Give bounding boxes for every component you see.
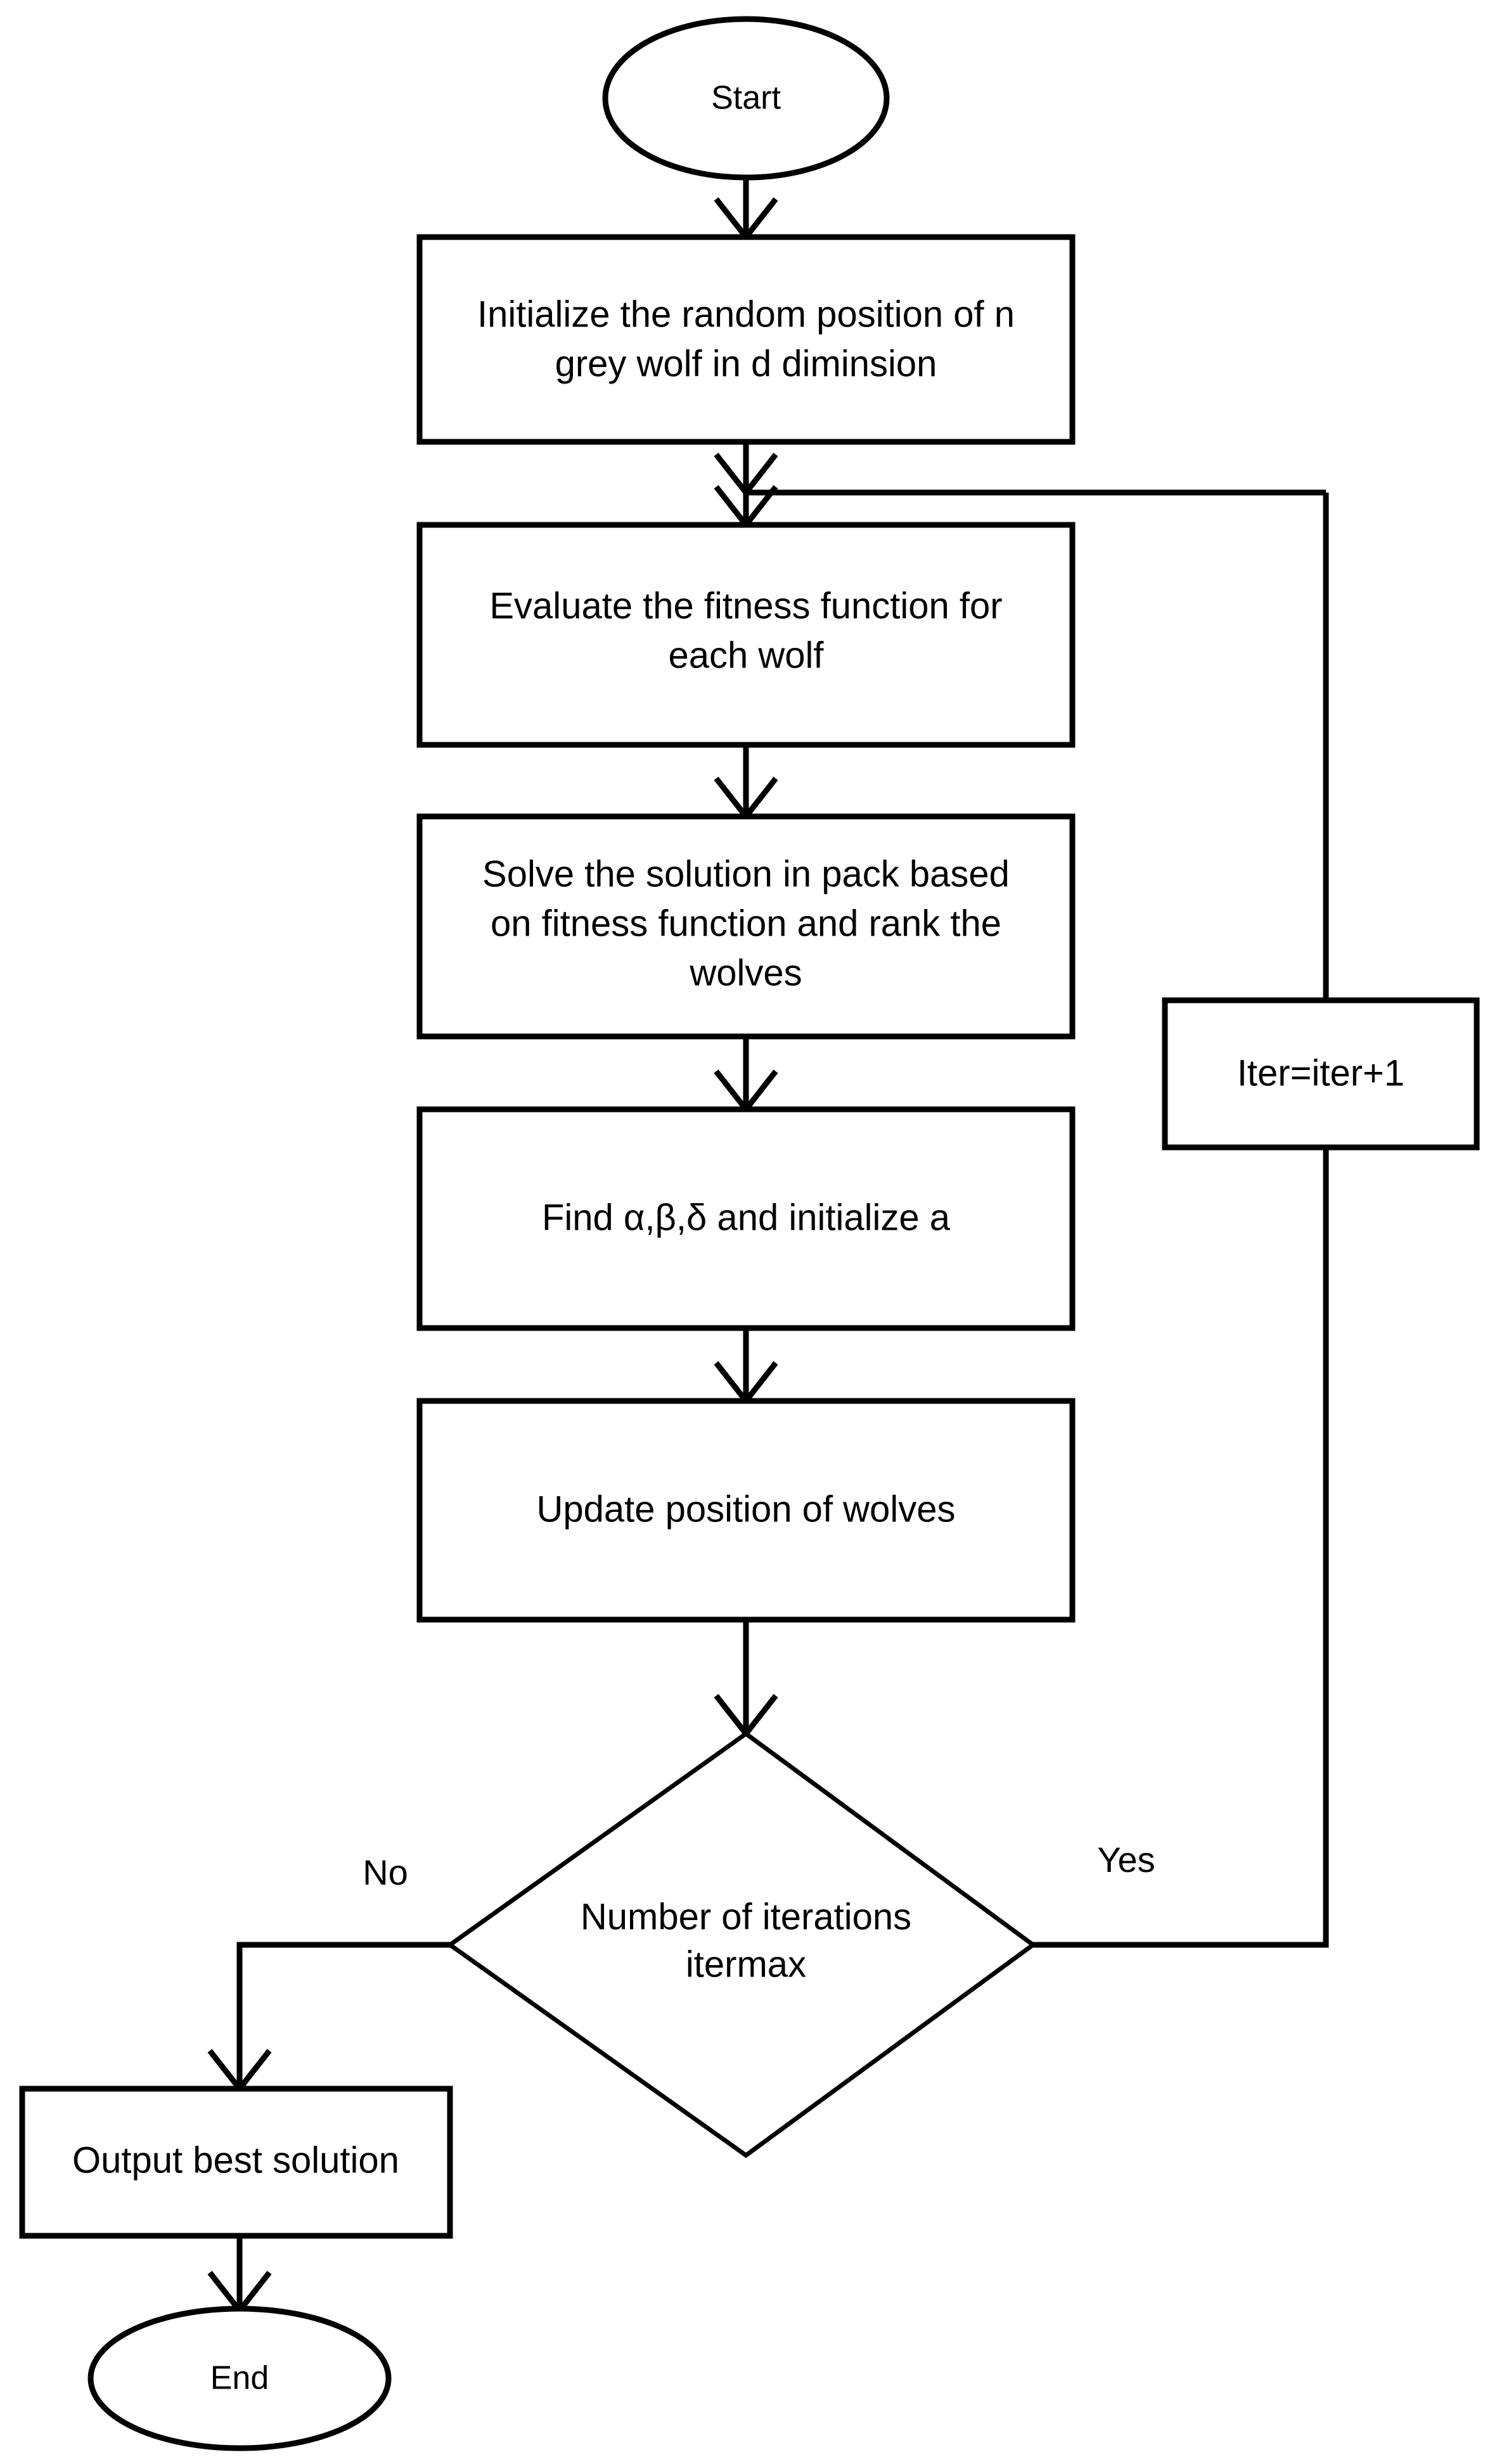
output-box [19, 2086, 453, 2239]
node-find-abd[interactable]: Find α,β,δ and initialize a [416, 1106, 1076, 1331]
end-label: End [210, 2360, 269, 2397]
solve-rank-line1: Solve the solution in pack based [482, 853, 1010, 894]
connector-feedback-loop-into-evaluate [714, 453, 1326, 498]
connector-find-to-update [714, 1328, 778, 1406]
start-ellipse [602, 16, 890, 181]
solve-rank-box [416, 813, 1076, 1040]
initialize-line2: grey wolf in d diminsion [555, 343, 937, 384]
connector-initialize-to-evaluate [714, 442, 778, 530]
find-abd-box [416, 1106, 1076, 1331]
connector-evaluate-to-solve [714, 745, 778, 822]
decision-diamond [446, 1731, 1037, 2158]
evaluate-line2: each wolf [668, 635, 824, 676]
node-decision[interactable]: Number of iterations itermax [446, 1731, 1037, 2158]
iter-increment-box [1162, 997, 1480, 1151]
solve-rank-line3: wolves [689, 952, 802, 993]
iter-increment-line1: Iter=iter+1 [1237, 1052, 1404, 1093]
node-evaluate[interactable]: Evaluate the fitness function for each w… [416, 522, 1076, 748]
solve-rank-line2: on fitness function and rank the [491, 903, 1001, 944]
connector-start-to-initialize [714, 177, 778, 242]
node-iter-increment[interactable]: Iter=iter+1 [1162, 997, 1480, 1151]
branch-label-no: No [363, 1852, 408, 1892]
update-position-box [416, 1398, 1076, 1623]
end-ellipse [87, 2306, 392, 2451]
initialize-box [416, 234, 1076, 445]
decision-line2: itermax [686, 1944, 806, 1985]
node-start[interactable]: Start [602, 16, 890, 181]
connector-solve-to-find [714, 1036, 778, 1114]
node-output[interactable]: Output best solution [19, 2086, 453, 2239]
find-abd-line1: Find α,β,δ and initialize a [542, 1197, 951, 1238]
initialize-line1: Initialize the random position of n [477, 293, 1015, 335]
decision-line1: Number of iterations [581, 1896, 911, 1937]
connector-output-to-end [207, 2236, 272, 2316]
output-line1: Output best solution [72, 2139, 399, 2181]
update-position-line1: Update position of wolves [537, 1488, 956, 1530]
connector-decision-yes-to-iter [1033, 1147, 1329, 1948]
node-initialize[interactable]: Initialize the random position of n grey… [416, 234, 1076, 445]
branch-label-yes: Yes [1097, 1840, 1155, 1880]
evaluate-line1: Evaluate the fitness function for [489, 585, 1002, 626]
connector-update-to-decision [714, 1620, 778, 1739]
node-solve-rank[interactable]: Solve the solution in pack based on fitn… [416, 813, 1076, 1040]
evaluate-box [416, 522, 1076, 748]
node-end[interactable]: End [87, 2306, 392, 2451]
start-label: Start [711, 80, 781, 117]
node-update-position[interactable]: Update position of wolves [416, 1398, 1076, 1623]
connector-decision-no-to-output [207, 1942, 450, 2094]
